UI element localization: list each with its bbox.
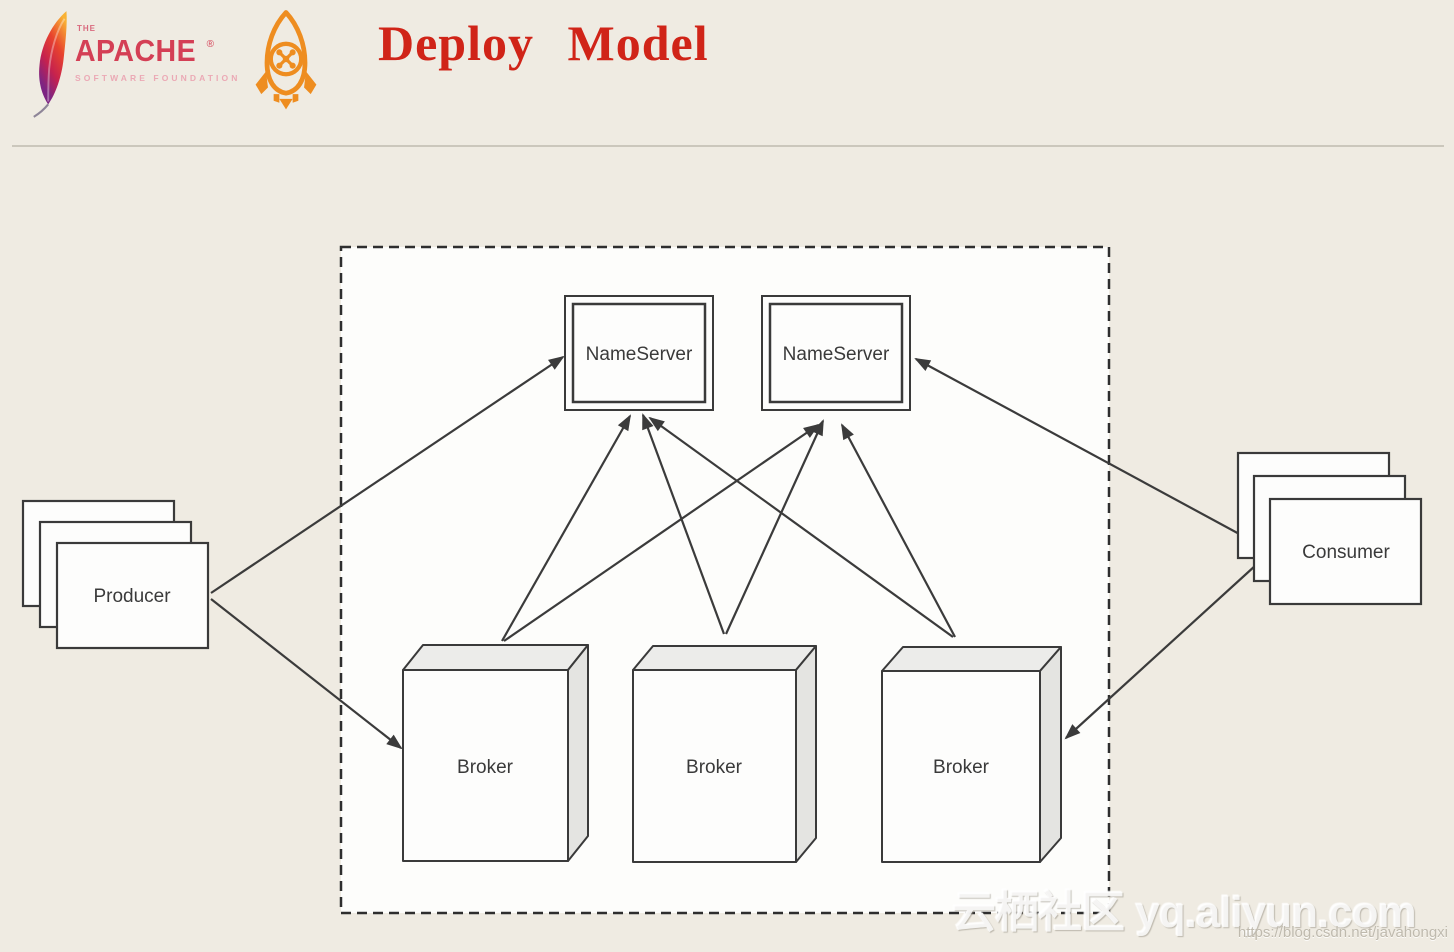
broker2-label: Broker [686, 757, 743, 778]
broker1-node: Broker [402, 644, 589, 862]
apache-subtitle-label: SOFTWARE FOUNDATION [75, 73, 241, 83]
arrow-broker2-to-nameserver1 [641, 413, 726, 635]
registered-mark: ® [206, 39, 214, 50]
arrow-broker1-to-nameserver2 [503, 423, 820, 642]
arrow-broker3-to-nameserver1 [648, 416, 954, 638]
apache-feather-icon [33, 11, 67, 118]
broker1-label: Broker [457, 757, 514, 778]
watermark-url: https://blog.csdn.net/javahongxi [1237, 924, 1448, 941]
consumer-node: Consumer [1236, 451, 1423, 606]
nameserver2-node: NameServer [761, 295, 911, 411]
nameserver2-label: NameServer [783, 344, 890, 365]
arrow-producer-to-nameserver1 [210, 355, 565, 594]
apache-logo: THE APACHE ® SOFTWARE FOUNDATION [28, 6, 240, 118]
apache-name-label: APACHE [75, 33, 197, 68]
producer-label: Producer [93, 586, 171, 607]
broker3-label: Broker [933, 757, 990, 778]
apache-wordmark: THE APACHE ® SOFTWARE FOUNDATION [75, 24, 240, 83]
header: THE APACHE ® SOFTWARE FOUNDATION [0, 0, 1454, 145]
broker3-node: Broker [881, 646, 1062, 863]
rocketmq-rocket-icon [255, 10, 317, 110]
arrow-broker1-to-nameserver1 [501, 414, 631, 642]
page-title: Deploy Model [378, 15, 709, 71]
arrow-broker2-to-nameserver2 [724, 419, 825, 635]
header-divider [12, 145, 1444, 147]
nameserver1-node: NameServer [564, 295, 714, 411]
broker2-node: Broker [632, 645, 817, 863]
consumer-label: Consumer [1302, 542, 1390, 563]
arrow-consumer-to-nameserver2 [914, 358, 1268, 550]
apache-the-label: THE [77, 24, 96, 33]
arrow-broker3-to-nameserver2 [841, 423, 956, 638]
arrow-consumer-to-broker3 [1064, 554, 1268, 740]
watermark-text: 云栖社区 yq.aliyun.com [952, 888, 1417, 937]
producer-node: Producer [21, 499, 210, 650]
nameserver1-label: NameServer [586, 344, 693, 365]
arrow-producer-to-broker1 [210, 598, 403, 750]
